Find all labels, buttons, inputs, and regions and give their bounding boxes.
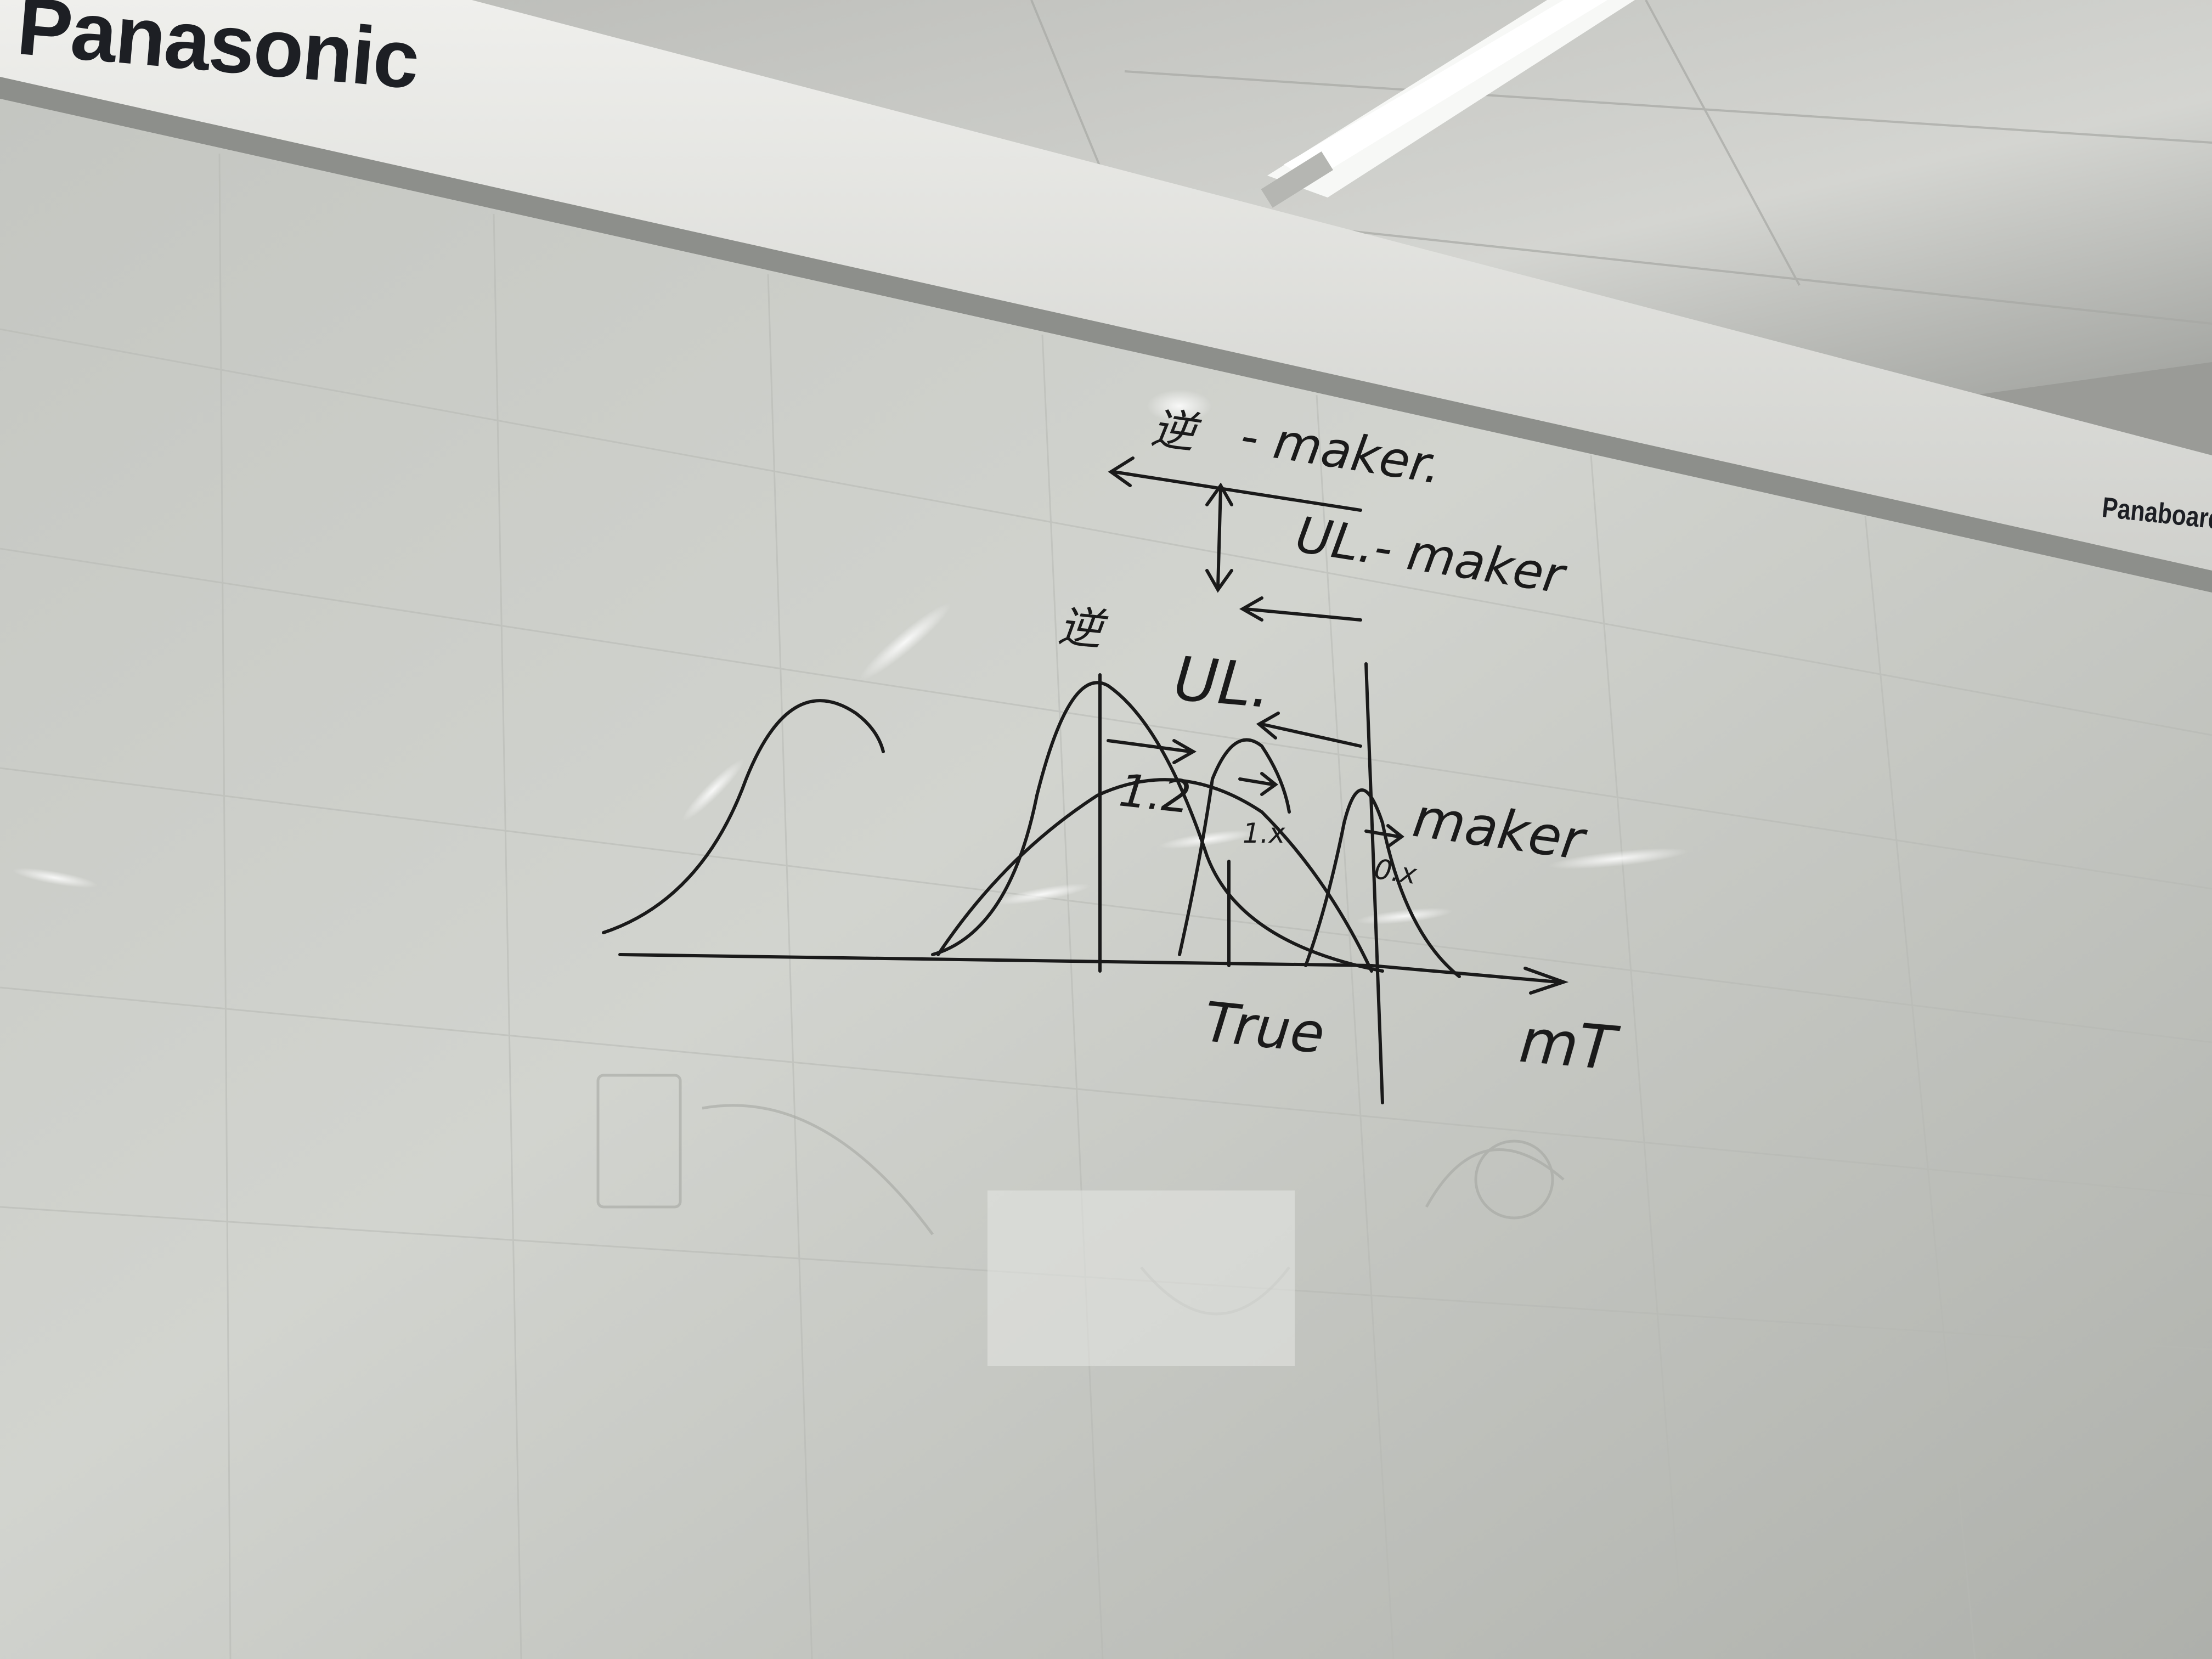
glare [12, 390, 1690, 925]
label-shift-12: 1.2 [1116, 764, 1194, 824]
board-frame-top [0, 0, 2212, 582]
top-maker-arrow [1108, 456, 1362, 512]
zhu-peak-curve [931, 681, 1384, 973]
maker-line [1364, 662, 1384, 1104]
reflection-window [988, 1190, 1295, 1366]
ceiling-light [1261, 0, 1635, 208]
x-axis [618, 953, 1560, 984]
ul-to-maker-arrow [1256, 712, 1362, 748]
ul-peak-curve [1178, 738, 1291, 956]
left-bell-curve [602, 699, 885, 934]
label-true: True [1201, 989, 1328, 1066]
diagram-ink [602, 456, 1569, 1104]
label-shift-0x: 0.x [1372, 853, 1419, 891]
maker-peak-curve [1304, 788, 1461, 978]
whiteboard-surface [0, 99, 2212, 1659]
vertical-double-arrow [1205, 482, 1233, 593]
label-zhu-peak: 逆 [1056, 600, 1105, 656]
label-axis-mt: mT [1516, 1005, 1618, 1084]
label-zhu-top: 逆 [1148, 402, 1199, 459]
x-axis-arrowhead [1523, 967, 1569, 995]
shift-arrow-2 [1238, 772, 1278, 796]
label-shift-1x: 1.x [1243, 817, 1285, 849]
shift-arrow-1 [1107, 739, 1197, 764]
shift-arrow-3 [1364, 824, 1404, 848]
label-ul-peak: UL. [1171, 643, 1274, 722]
wide-curve [936, 778, 1373, 973]
ul-maker-arrow [1239, 596, 1362, 622]
